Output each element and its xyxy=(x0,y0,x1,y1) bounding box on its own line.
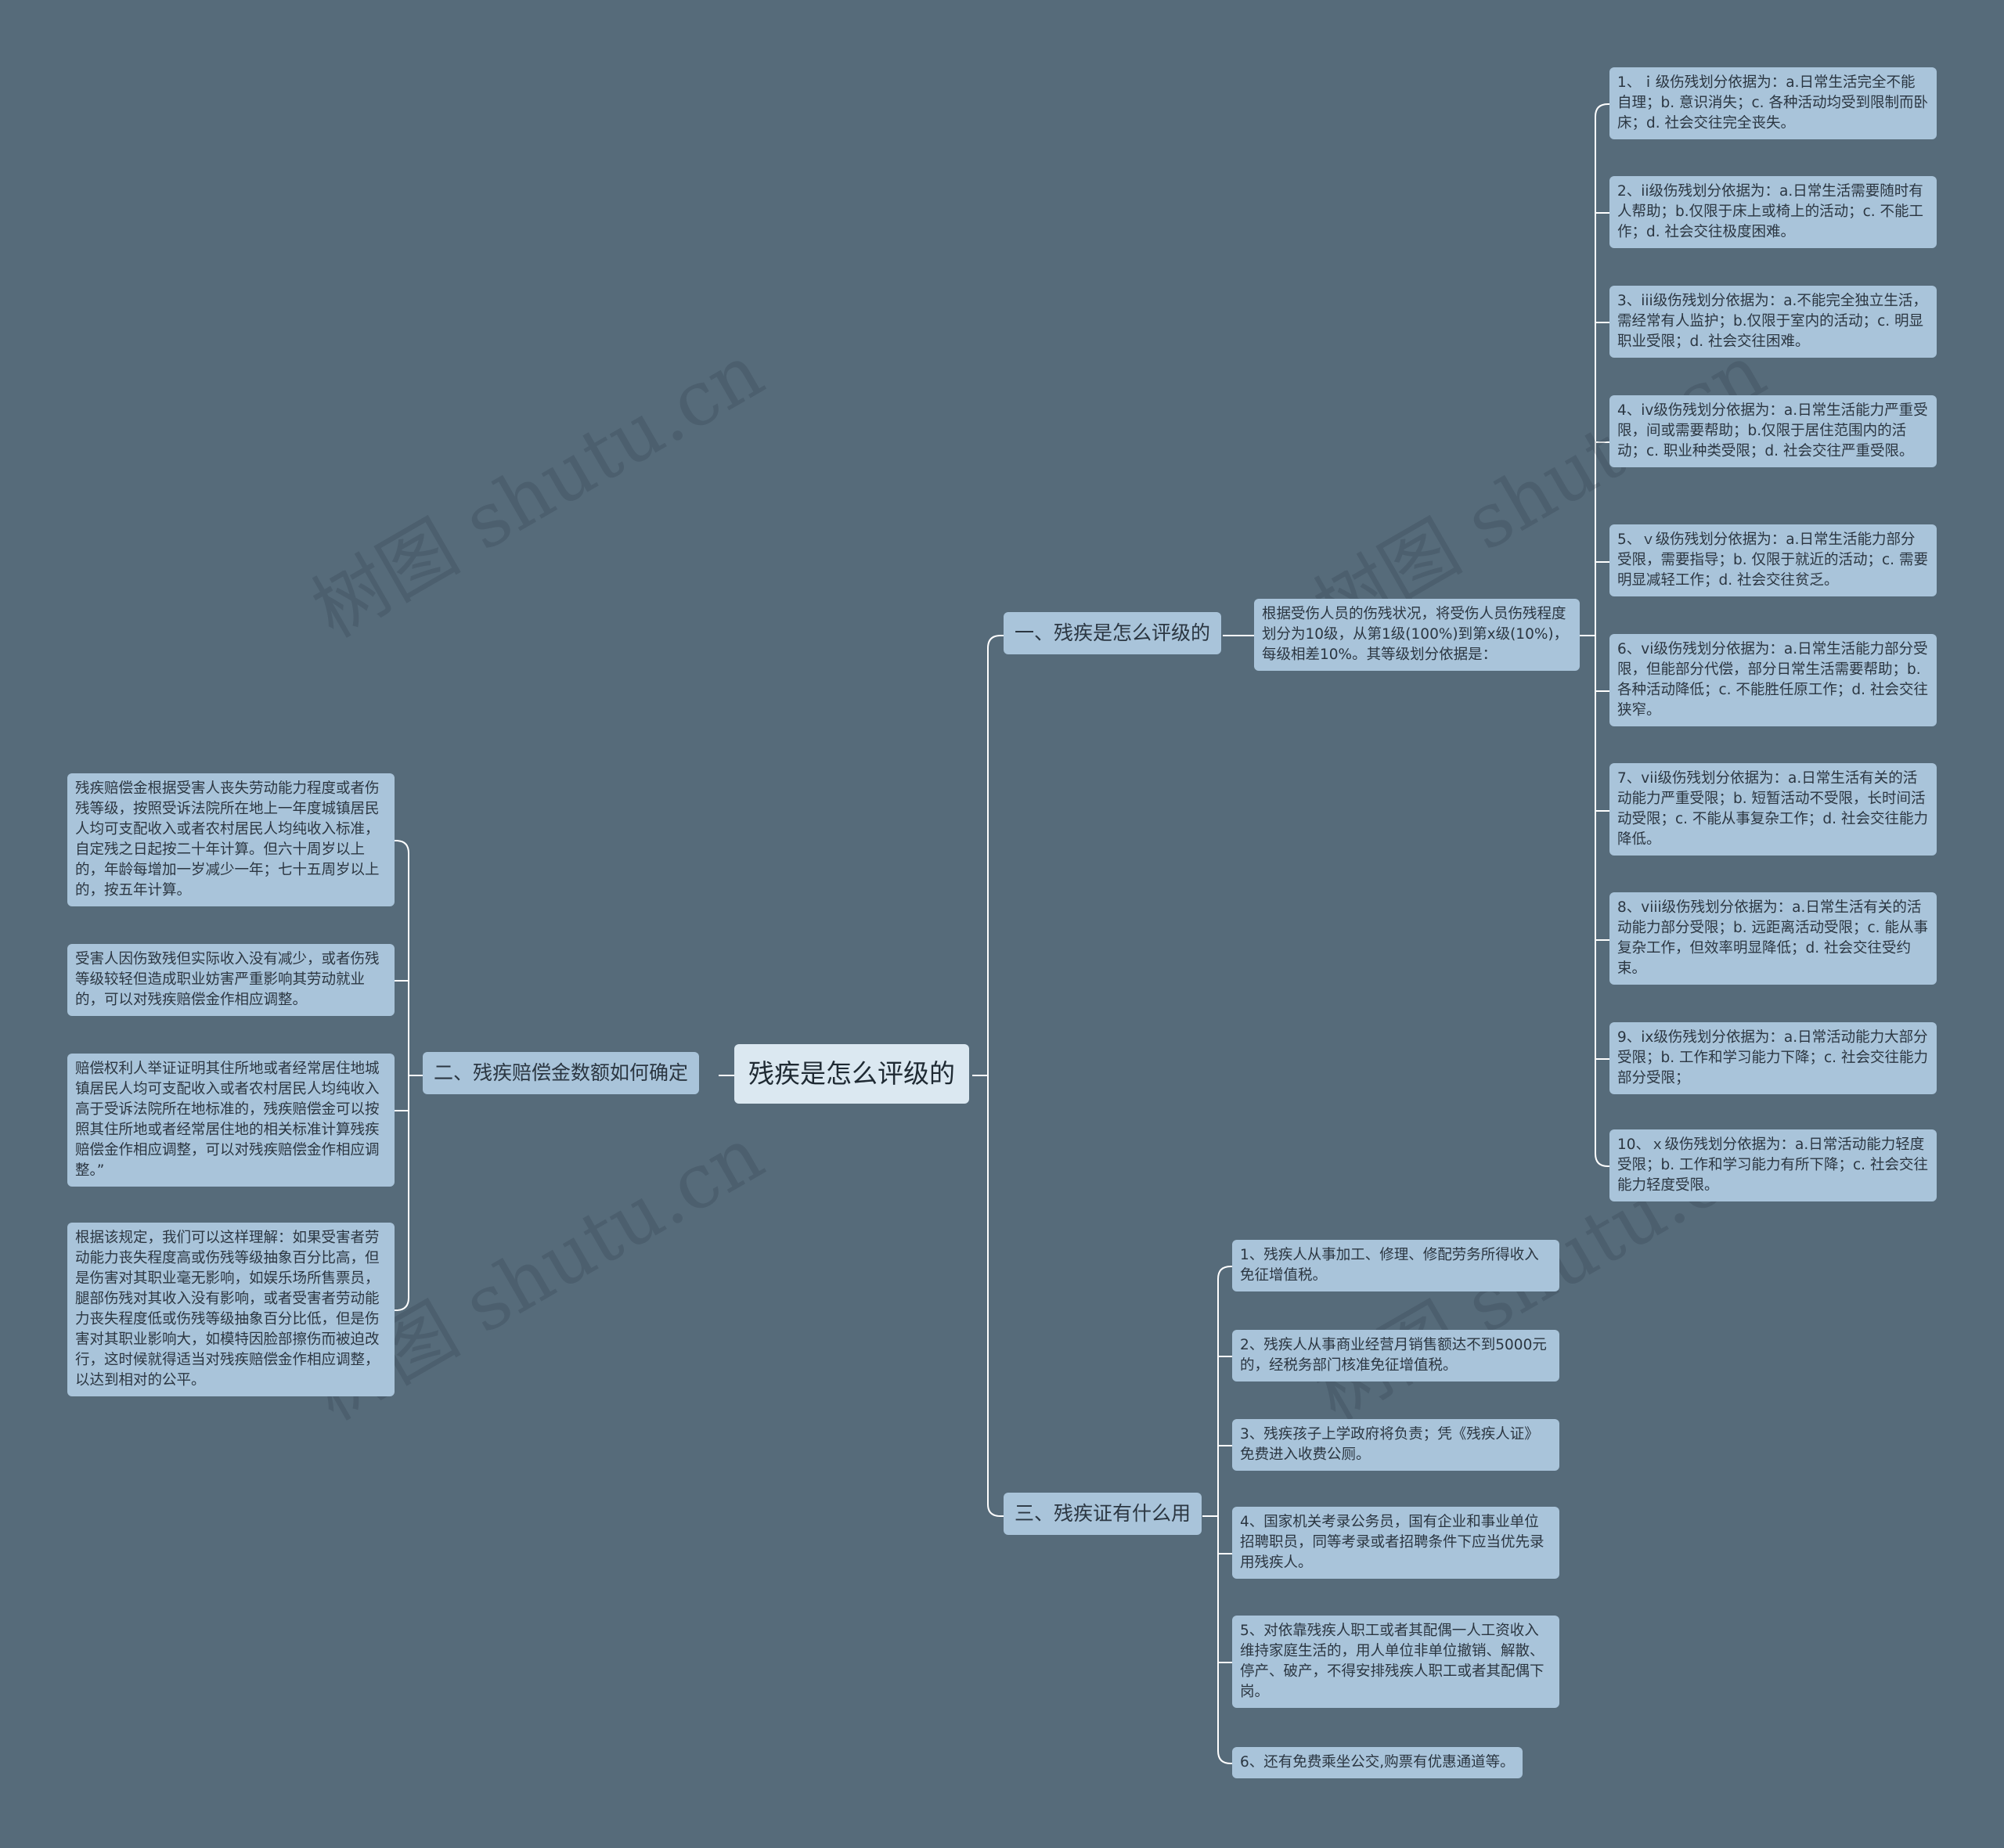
level-node[interactable]: 6、vi级伤残划分依据为：a.日常生活能力部分受限，但能部分代偿，部分日常生活需… xyxy=(1609,634,1937,726)
benefit-node[interactable]: 6、还有免费乘坐公交,购票有优惠通道等。 xyxy=(1232,1747,1523,1778)
benefit-node[interactable]: 1、残疾人从事加工、修理、修配劳务所得收入免征增值税。 xyxy=(1232,1240,1559,1291)
level-node[interactable]: 7、vii级伤残划分依据为：a.日常生活有关的活动能力严重受限；b. 短暂活动不… xyxy=(1609,763,1937,856)
level-node[interactable]: 2、ii级伤残划分依据为：a.日常生活需要随时有人帮助；b.仅限于床上或椅上的活… xyxy=(1609,176,1937,248)
level-node[interactable]: 5、ｖ级伤残划分依据为：a.日常生活能力部分受限，需要指导；b. 仅限于就近的活… xyxy=(1609,524,1937,596)
benefit-node[interactable]: 2、残疾人从事商业经营月销售额达不到5000元的，经税务部门核准免征增值税。 xyxy=(1232,1330,1559,1381)
benefit-node[interactable]: 3、残疾孩子上学政府将负责；凭《残疾人证》免费进入收费公厕。 xyxy=(1232,1419,1559,1471)
compensation-node[interactable]: 残疾赔偿金根据受害人丧失劳动能力程度或者伤残等级，按照受诉法院所在地上一年度城镇… xyxy=(67,773,395,906)
level-node[interactable]: 9、ix级伤残划分依据为：a.日常活动能力大部分受限；b. 工作和学习能力下降；… xyxy=(1609,1022,1937,1094)
intro-node[interactable]: 根据受伤人员的伤残状况，将受伤人员伤残程度划分为10级，从第1级(100%)到第… xyxy=(1254,599,1580,671)
compensation-node[interactable]: 受害人因伤致残但实际收入没有减少，或者伤残等级较轻但造成职业妨害严重影响其劳动就… xyxy=(67,944,395,1016)
level-node[interactable]: 10、ｘ级伤残划分依据为：a.日常活动能力轻度受限；b. 工作和学习能力有所下降… xyxy=(1609,1129,1937,1201)
level-node[interactable]: 3、iii级伤残划分依据为：a.不能完全独立生活，需经常有人监护；b.仅限于室内… xyxy=(1609,286,1937,358)
branch-how-rated[interactable]: 一、残疾是怎么评级的 xyxy=(1004,612,1222,654)
compensation-node[interactable]: 根据该规定，我们可以这样理解：如果受害者劳动能力丧失程度高或伤残等级抽象百分比高… xyxy=(67,1223,395,1396)
branch-compensation[interactable]: 二、残疾赔偿金数额如何确定 xyxy=(423,1052,700,1094)
benefit-node[interactable]: 5、对依靠残疾人职工或者其配偶一人工资收入维持家庭生活的，用人单位非单位撤销、解… xyxy=(1232,1616,1559,1708)
compensation-node[interactable]: 赔偿权利人举证证明其住所地或者经常居住地城镇居民人均可支配收入或者农村居民人均纯… xyxy=(67,1054,395,1187)
level-node[interactable]: 1、ｉ级伤残划分依据为：a.日常生活完全不能自理；b. 意识消失；c. 各种活动… xyxy=(1609,67,1937,139)
root-topic[interactable]: 残疾是怎么评级的 xyxy=(734,1044,969,1104)
level-node[interactable]: 8、viii级伤残划分依据为：a.日常生活有关的活动能力部分受限；b. 远距离活… xyxy=(1609,892,1937,985)
branch-certificate-uses[interactable]: 三、残疾证有什么用 xyxy=(1004,1493,1202,1535)
benefit-node[interactable]: 4、国家机关考录公务员，国有企业和事业单位招聘职员，同等考录或者招聘条件下应当优… xyxy=(1232,1507,1559,1579)
level-node[interactable]: 4、iv级伤残划分依据为：a.日常生活能力严重受限，间或需要帮助；b.仅限于居住… xyxy=(1609,395,1937,467)
